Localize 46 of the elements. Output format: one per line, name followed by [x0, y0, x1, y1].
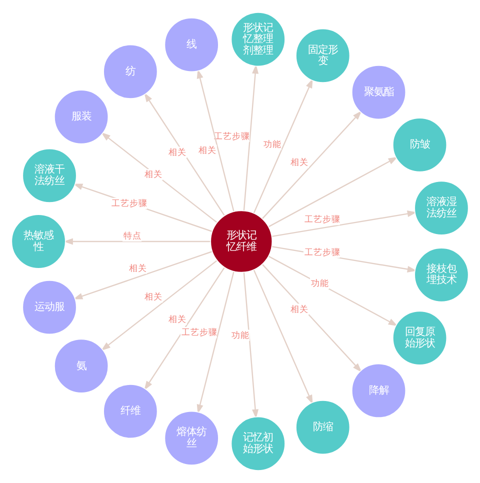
node-circle: 溶液干法纺丝: [22, 148, 77, 203]
edge-label: 功能: [231, 330, 250, 341]
edge-label: 工艺步骤: [304, 215, 340, 226]
arrow: [253, 78, 313, 214]
edge-label: 相关: [198, 146, 217, 156]
node-circle: 熔体纺丝: [164, 410, 219, 466]
edge-label: 工艺步骤: [181, 328, 218, 338]
node-circle: 服装: [54, 90, 109, 144]
edge-label: 工艺步骤: [111, 199, 148, 210]
edge-label: 功能: [310, 278, 329, 289]
arrow: [73, 184, 212, 232]
node-circle: 运动服: [22, 280, 77, 335]
node-circle: 防缩: [296, 400, 350, 455]
node-circle: 纺: [103, 44, 158, 99]
arrow: [268, 256, 398, 326]
edge-label: 相关: [290, 304, 309, 315]
node-circle: 固定形变: [296, 28, 350, 84]
node-circle: 防皱: [392, 118, 448, 172]
arrow: [243, 64, 259, 211]
arrow: [243, 272, 259, 419]
node-circle: 纤维: [103, 384, 158, 439]
arrow: [253, 269, 313, 404]
edge-label: 相关: [128, 264, 147, 274]
node-circle: 接枝包埋技术: [414, 248, 469, 302]
node-circle: 氨: [54, 338, 109, 394]
edge-label: 相关: [290, 158, 309, 168]
edge-label: 工艺步骤: [214, 132, 250, 142]
arrow: [73, 250, 212, 300]
node-circle: 溶液湿法纺丝: [414, 180, 469, 236]
edge-label: 相关: [168, 148, 187, 158]
edge-label: 特点: [123, 231, 142, 242]
node-circle: 形状记忆整理剂整理: [230, 12, 286, 67]
arrow: [272, 210, 417, 238]
arrow: [262, 264, 362, 372]
node-circle: 形状记忆纤维: [210, 210, 273, 273]
edge-label: 工艺步骤: [304, 248, 340, 258]
edge-label: 功能: [263, 140, 282, 150]
edge-label: 相关: [144, 170, 162, 180]
node-circle: 记忆初始形状: [230, 416, 286, 471]
arrow: [196, 271, 234, 414]
edge-label: 相关: [144, 292, 162, 303]
node-circle: 线: [164, 18, 219, 72]
node-circle: 热敏感性: [11, 214, 66, 269]
node-circle: 回复原始形状: [392, 310, 448, 366]
arrow: [64, 238, 211, 245]
edge-label: 相关: [168, 314, 187, 325]
